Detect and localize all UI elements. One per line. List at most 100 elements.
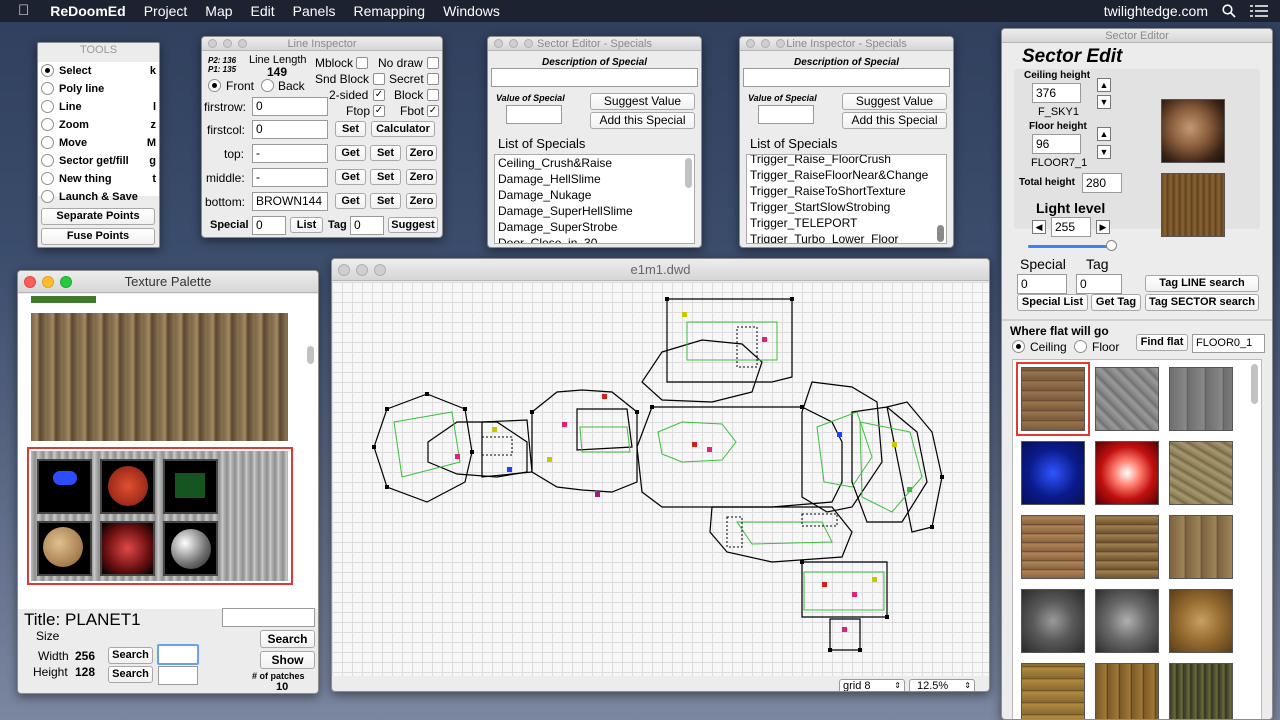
add-special-button[interactable]: Add this Special bbox=[842, 112, 947, 129]
flat-tile[interactable] bbox=[1095, 367, 1159, 431]
zoom-icon[interactable] bbox=[238, 39, 247, 48]
list-item[interactable]: Trigger_TELEPORT bbox=[750, 216, 858, 230]
firstrow-input[interactable]: 0 bbox=[252, 97, 328, 116]
floor-up-arrow-icon[interactable]: ▲ bbox=[1097, 127, 1111, 141]
list-item[interactable]: Damage_HellSlime bbox=[498, 172, 601, 186]
texture-planet1[interactable] bbox=[31, 451, 288, 581]
suggest-button[interactable]: Suggest bbox=[388, 217, 438, 233]
zoom-select[interactable]: 12.5%⇕ bbox=[909, 679, 975, 691]
close-icon[interactable] bbox=[24, 275, 36, 288]
grid-select[interactable]: grid 8⇕ bbox=[839, 679, 905, 691]
ceiling-up-arrow-icon[interactable]: ▲ bbox=[1097, 78, 1111, 92]
ceiling-height-input[interactable]: 376 bbox=[1032, 83, 1081, 103]
description-input[interactable] bbox=[743, 68, 950, 87]
fbot-checkbox[interactable]: ✓ bbox=[427, 105, 439, 117]
flat-tile[interactable] bbox=[1169, 367, 1233, 431]
close-icon[interactable] bbox=[208, 39, 217, 48]
map-canvas[interactable] bbox=[332, 282, 989, 676]
top-input[interactable]: - bbox=[252, 144, 328, 163]
tool-poly-line[interactable]: Poly line bbox=[38, 80, 159, 98]
list-item[interactable]: Trigger_RaiseFloorNear&Change bbox=[750, 168, 929, 182]
ceiling-down-arrow-icon[interactable]: ▼ bbox=[1097, 95, 1111, 109]
show-button[interactable]: Show bbox=[260, 651, 315, 669]
special-input[interactable]: 0 bbox=[1017, 274, 1067, 294]
front-radio[interactable] bbox=[208, 79, 221, 92]
special-input[interactable]: 0 bbox=[252, 216, 286, 235]
floor-flat-swatch[interactable] bbox=[1161, 173, 1225, 237]
bottom-zero-button[interactable]: Zero bbox=[406, 193, 437, 209]
middle-get-button[interactable]: Get bbox=[335, 169, 366, 185]
sndblock-checkbox[interactable] bbox=[373, 73, 385, 85]
flat-tile[interactable] bbox=[1169, 663, 1233, 719]
tag-sector-search-button[interactable]: Tag SECTOR search bbox=[1145, 294, 1259, 311]
minimize-icon[interactable] bbox=[42, 275, 54, 288]
list-item[interactable]: Trigger_Turbo_Lower_Floor bbox=[750, 232, 899, 244]
tag-input[interactable]: 0 bbox=[350, 216, 384, 235]
minimize-icon[interactable] bbox=[356, 263, 368, 276]
fuse-points-button[interactable]: Fuse Points bbox=[41, 228, 155, 245]
ftop-checkbox[interactable]: ✓ bbox=[373, 105, 385, 117]
separate-points-button[interactable]: Separate Points bbox=[41, 208, 155, 225]
tag-line-search-button[interactable]: Tag LINE search bbox=[1145, 275, 1259, 292]
zoom-icon[interactable] bbox=[776, 39, 785, 48]
firstcol-set-button[interactable]: Set bbox=[335, 121, 366, 137]
minimize-icon[interactable] bbox=[223, 39, 232, 48]
flat-tile[interactable] bbox=[1095, 515, 1159, 579]
title-search-input[interactable] bbox=[222, 608, 315, 627]
nodraw-checkbox[interactable] bbox=[427, 57, 439, 69]
width-search-input[interactable] bbox=[157, 644, 199, 665]
special-list-button[interactable]: List bbox=[290, 217, 323, 233]
middle-input[interactable]: - bbox=[252, 168, 328, 187]
minimize-icon[interactable] bbox=[509, 39, 518, 48]
list-item[interactable]: Damage_Nukage bbox=[498, 188, 592, 202]
value-input[interactable] bbox=[506, 105, 562, 124]
minimize-icon[interactable] bbox=[761, 39, 770, 48]
scrollbar[interactable] bbox=[937, 225, 944, 242]
light-level-input[interactable]: 255 bbox=[1051, 217, 1091, 237]
list-item[interactable]: Trigger_StartSlowStrobing bbox=[750, 200, 891, 214]
bottom-get-button[interactable]: Get bbox=[335, 193, 366, 209]
height-search-input[interactable] bbox=[158, 666, 198, 685]
value-input[interactable] bbox=[758, 105, 814, 124]
middle-zero-button[interactable]: Zero bbox=[406, 169, 437, 185]
menu-app[interactable]: ReDoomEd bbox=[39, 3, 125, 19]
floor-radio[interactable] bbox=[1074, 340, 1087, 353]
flat-tile[interactable] bbox=[1021, 663, 1085, 719]
height-search-button[interactable]: Search bbox=[108, 666, 153, 683]
bottom-set-button[interactable]: Set bbox=[370, 193, 401, 209]
texture-strip[interactable] bbox=[31, 296, 96, 303]
apple-menu-icon[interactable]:  bbox=[0, 0, 41, 22]
bottom-input[interactable]: BROWN144 bbox=[252, 192, 328, 211]
tool-launch-save[interactable]: Launch & Save bbox=[38, 188, 159, 206]
close-icon[interactable] bbox=[494, 39, 503, 48]
close-icon[interactable] bbox=[338, 263, 350, 276]
flat-tile[interactable] bbox=[1095, 663, 1159, 719]
list-item[interactable]: Ceiling_Crush&Raise bbox=[498, 156, 613, 170]
light-slider[interactable] bbox=[1028, 240, 1117, 251]
width-search-button[interactable]: Search bbox=[108, 647, 153, 664]
menu-project[interactable]: Project bbox=[132, 3, 188, 19]
flat-tile[interactable] bbox=[1169, 515, 1233, 579]
list-item[interactable]: Trigger_Raise_FloorCrush bbox=[750, 154, 891, 166]
top-set-button[interactable]: Set bbox=[370, 145, 401, 161]
flat-tile[interactable] bbox=[1021, 441, 1085, 505]
flat-tile[interactable] bbox=[1021, 367, 1085, 431]
menu-edit[interactable]: Edit bbox=[239, 3, 275, 19]
top-get-button[interactable]: Get bbox=[335, 145, 366, 161]
secret-checkbox[interactable] bbox=[427, 73, 439, 85]
ceiling-radio[interactable] bbox=[1012, 340, 1025, 353]
texture-list[interactable] bbox=[18, 294, 318, 609]
scrollbar[interactable] bbox=[307, 346, 314, 364]
floor-down-arrow-icon[interactable]: ▼ bbox=[1097, 145, 1111, 159]
get-tag-button[interactable]: Get Tag bbox=[1091, 294, 1141, 311]
texture-brown-panel[interactable] bbox=[31, 313, 288, 441]
flat-tile[interactable] bbox=[1021, 589, 1085, 653]
scrollbar[interactable] bbox=[1251, 364, 1258, 404]
list-item[interactable]: Damage_SuperStrobe bbox=[498, 220, 618, 234]
list-item[interactable]: Trigger_RaiseToShortTexture bbox=[750, 184, 906, 198]
